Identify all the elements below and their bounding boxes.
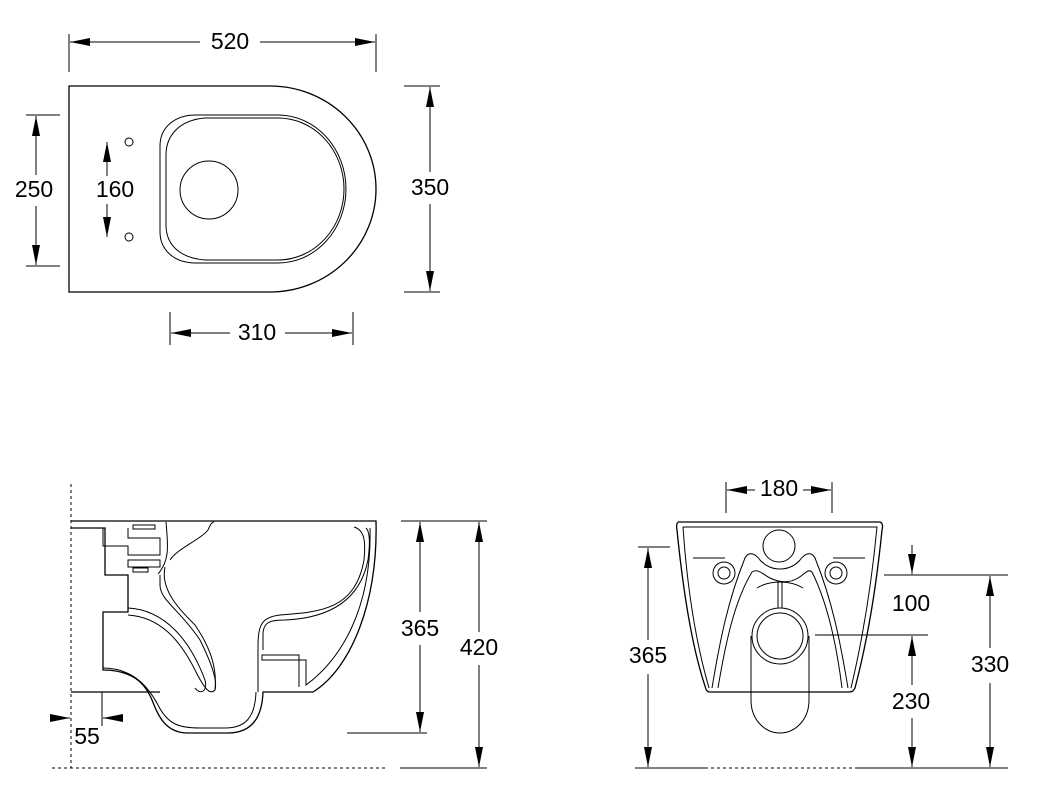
dimension-front-length: 310 (169, 312, 354, 345)
front-view-outline (675, 521, 884, 693)
top-view-outline (68, 85, 377, 293)
outlet-spigot (750, 636, 810, 734)
waste-outlet-outer (751, 607, 809, 665)
dimension-width: 520 (68, 28, 377, 72)
dimension-side-total-height: 420 (400, 522, 498, 769)
dim-label-365-front: 365 (629, 642, 667, 668)
dimension-fixing-height: 330 (971, 576, 1009, 767)
dim-label-230: 230 (892, 688, 930, 714)
fixing-hole-left (712, 561, 736, 585)
seat-outline (159, 114, 347, 264)
waste-outlet-inner (756, 612, 804, 660)
bowl-inner (257, 526, 366, 692)
dim-label-365-side: 365 (401, 615, 439, 641)
dim-label-350: 350 (411, 174, 449, 200)
dimension-outlet-offset: 100 (815, 545, 1008, 636)
bowl-outlet-circle (179, 160, 239, 220)
dimension-front-bowl-height: 365 (629, 546, 1008, 769)
dim-label-420: 420 (460, 634, 498, 660)
dimension-wall-offset: 55 (50, 692, 123, 749)
side-view: 365 420 55 (50, 484, 498, 769)
dim-label-100: 100 (892, 590, 930, 616)
inner-arch (711, 553, 849, 689)
dim-label-250: 250 (15, 176, 53, 202)
dim-label-330: 330 (971, 651, 1009, 677)
dim-label-520: 520 (211, 28, 249, 54)
dimension-seat-depth: 250 (15, 114, 60, 267)
dim-label-310: 310 (238, 319, 276, 345)
dim-label-55: 55 (74, 723, 100, 749)
fixing-hole-bottom (124, 232, 134, 242)
seat-inner-outline (165, 117, 345, 261)
water-inlet-circle (762, 529, 796, 563)
dimension-depth: 350 (404, 85, 449, 293)
front-view: 180 365 100 230 330 (629, 475, 1009, 769)
dimension-outlet-height: 230 (892, 636, 930, 767)
top-view: 520 250 160 350 31 (15, 28, 449, 345)
dimension-hole-spacing: 160 (96, 142, 134, 237)
dim-label-160: 160 (96, 176, 134, 202)
side-view-outline (71, 520, 377, 734)
fixing-hole-right (824, 561, 848, 585)
dimension-side-bowl-height: 365 (347, 520, 487, 734)
dim-label-180: 180 (760, 475, 798, 501)
dimension-inlet-spacing: 180 (725, 475, 833, 513)
fixing-hole-top (124, 137, 134, 147)
